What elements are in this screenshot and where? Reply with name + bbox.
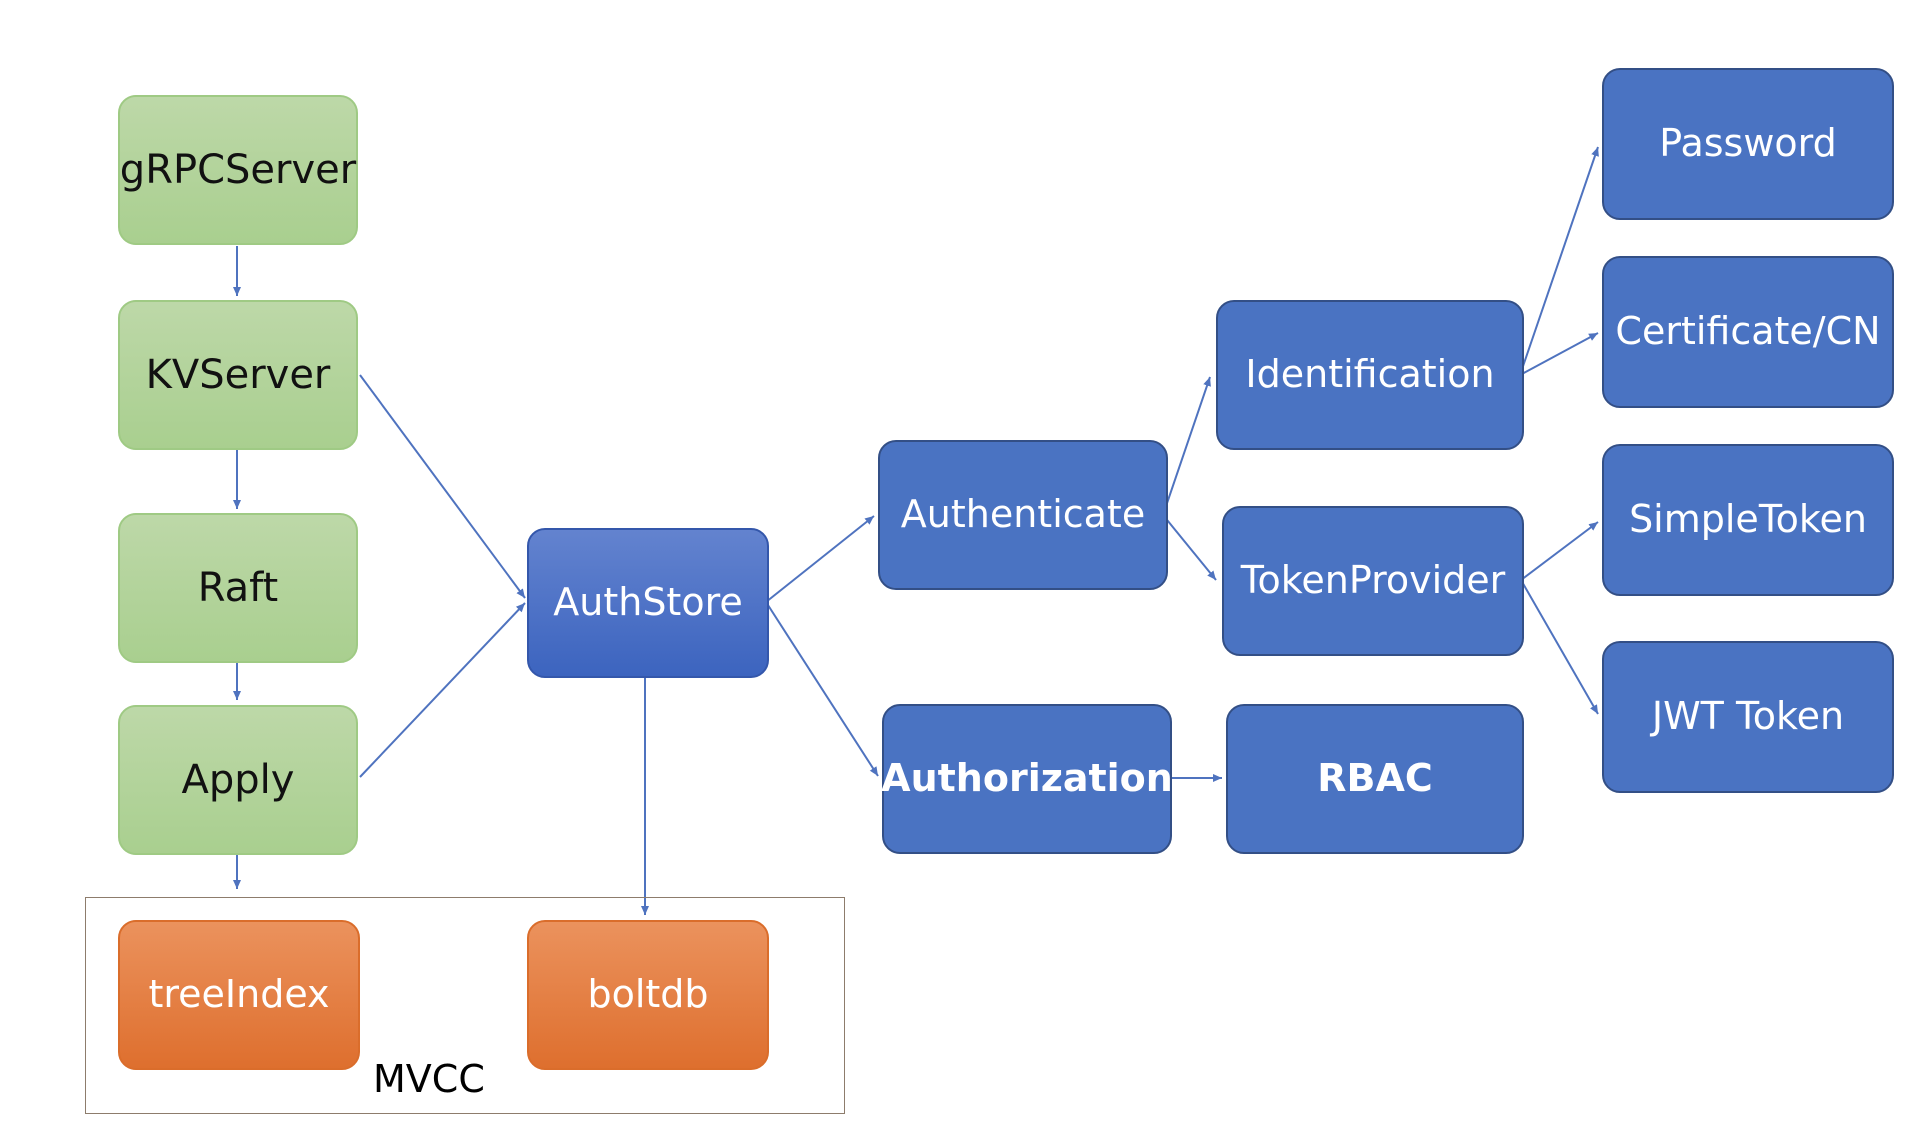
boltdb-node: boltdb (527, 920, 769, 1070)
mvcc-container (85, 897, 845, 1114)
authenticate-node: Authenticate (878, 440, 1168, 590)
grpcserver-node: gRPCServer (118, 95, 358, 245)
authstore-node: AuthStore (527, 528, 769, 678)
password-node: Password (1602, 68, 1894, 220)
edge-identification-to-certificate (1519, 332, 1599, 376)
edge-kvserver-to-authstore (359, 374, 526, 599)
edge-authenticate-to-identification (1162, 376, 1211, 516)
treeindex-node: treeIndex (118, 920, 360, 1070)
edge-tokenprovider-to-simpletoken (1520, 521, 1599, 581)
edge-apply-to-authstore (359, 602, 526, 778)
simpletoken-node: SimpleToken (1602, 444, 1894, 596)
apply-node: Apply (118, 705, 358, 855)
rbac-node: RBAC (1226, 704, 1524, 854)
kvserver-node: KVServer (118, 300, 358, 450)
tokenprovider-node: TokenProvider (1222, 506, 1524, 656)
identification-node: Identification (1216, 300, 1524, 450)
edge-authstore-to-authenticate (765, 515, 875, 603)
mvcc-label: MVCC (373, 1057, 485, 1101)
certificate-node: Certificate/CN (1602, 256, 1894, 408)
edge-identification-to-password (1519, 146, 1599, 376)
edge-tokenprovider-to-jwttoken (1520, 579, 1599, 715)
authorization-node: Authorization (881, 704, 1173, 854)
raft-node: Raft (118, 513, 358, 663)
jwttoken-node: JWT Token (1602, 641, 1894, 793)
edge-authenticate-to-tokenprovider (1162, 514, 1217, 581)
edge-authstore-to-authorization (765, 601, 879, 777)
